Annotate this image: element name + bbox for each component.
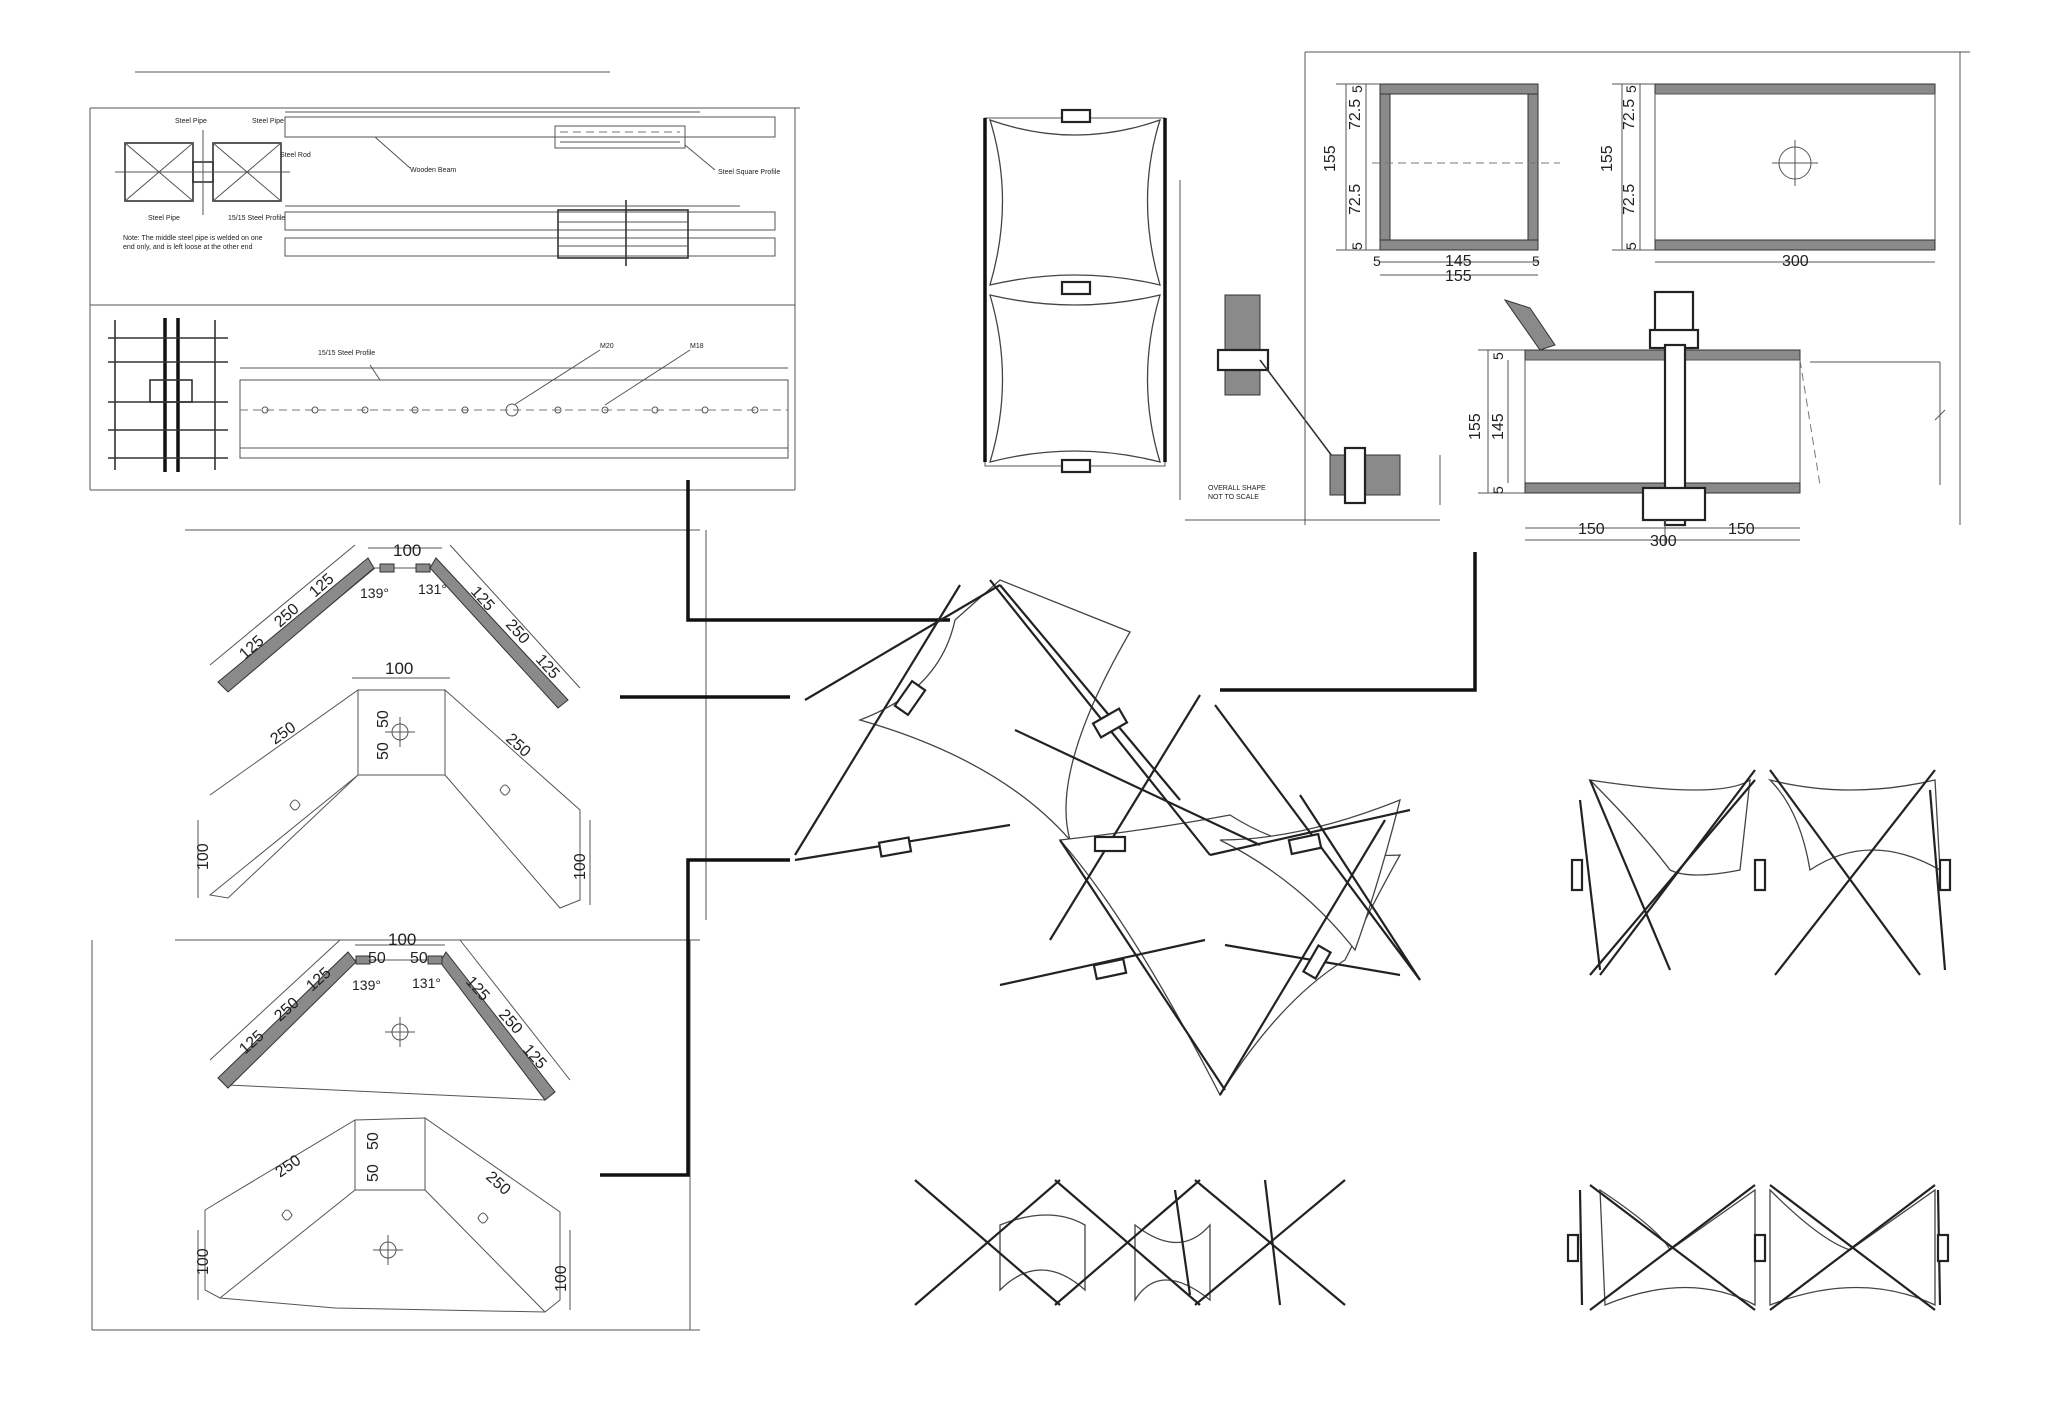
dim-bracket-bottom-50-a: 50 bbox=[368, 950, 386, 967]
dim-bracket-top-100: 100 bbox=[393, 541, 421, 560]
dim-plate-bottom-h100-a: 100 bbox=[195, 1248, 212, 1275]
joint-elevation bbox=[1304, 52, 1961, 545]
note-line-1: Note: The middle steel pipe is welded on… bbox=[123, 235, 263, 242]
label-m18: M18 bbox=[690, 343, 704, 350]
dim-joint-150-a: 150 bbox=[1578, 521, 1605, 538]
scissor-elevation-end bbox=[1566, 1184, 1950, 1311]
bracket-top-view-b bbox=[91, 939, 700, 1330]
label-steel-pipe-c: Steel Pipe bbox=[148, 215, 180, 222]
dim-plate-bottom-50-b: 50 bbox=[365, 1164, 382, 1182]
dim-joint-5-a: 5 bbox=[1490, 352, 1506, 360]
bracket-top-view-a bbox=[185, 529, 700, 709]
plate-isometric-b bbox=[92, 940, 700, 1331]
dim-section-5-a: 5 bbox=[1349, 85, 1365, 93]
angle-bracket-top-131: 131° bbox=[418, 581, 447, 597]
dim-joint-150-b: 150 bbox=[1728, 521, 1755, 538]
dim-joint-5-b: 5 bbox=[1490, 486, 1506, 494]
label-steel-pipe-b: Steel Pipe bbox=[252, 118, 284, 125]
scissor-structure-plan bbox=[794, 579, 1421, 1097]
scissor-elevation-side bbox=[1570, 769, 1952, 976]
dim-plate-bottom-h100-b: 100 bbox=[553, 1265, 570, 1292]
dim-section-5-c: 5 bbox=[1373, 253, 1381, 269]
scissor-elevation-front bbox=[914, 1179, 1346, 1306]
label-steel-square-profile: Steel Square Profile bbox=[718, 169, 780, 176]
label-steel-pipe-a: Steel Pipe bbox=[175, 118, 207, 125]
note-line-2: end only, and is left loose at the other… bbox=[123, 244, 253, 251]
dim-section-155: 155 bbox=[1322, 145, 1339, 172]
angle-bracket-top-139: 139° bbox=[360, 585, 389, 601]
beam-elevation-upper bbox=[284, 111, 776, 171]
label-steel-profile-small: 15/15 Steel Profile bbox=[228, 215, 285, 222]
label-wooden-beam: Wooden Beam bbox=[410, 167, 456, 174]
dim-plate-top-100: 100 bbox=[385, 659, 413, 678]
label-overall-shape: OVERALL SHAPE bbox=[1208, 485, 1266, 492]
pipe-cross-section bbox=[115, 130, 290, 215]
leader-lines bbox=[600, 480, 1477, 1177]
beam-elevation-lower bbox=[284, 200, 776, 266]
beam-connection-detail: Steel Pipe Steel Pipe Steel Rod Steel Pi… bbox=[89, 71, 800, 491]
dim-plate-top-h100-a: 100 bbox=[195, 843, 212, 870]
dim-side-300: 300 bbox=[1782, 253, 1809, 270]
angle-bracket-bottom-131: 131° bbox=[412, 975, 441, 991]
dim-section-155-b: 155 bbox=[1445, 268, 1472, 285]
label-not-to-scale: NOT TO SCALE bbox=[1208, 494, 1259, 501]
dim-bracket-bottom-100: 100 bbox=[388, 930, 416, 949]
dim-joint-155: 155 bbox=[1467, 413, 1484, 440]
beam-section-square bbox=[1305, 51, 1970, 276]
angle-bracket-bottom-139: 139° bbox=[352, 977, 381, 993]
label-steel-rod: Steel Rod bbox=[280, 152, 311, 159]
dim-plate-top-50-a: 50 bbox=[375, 710, 392, 728]
dim-section-72-5-a: 72.5 bbox=[1347, 99, 1364, 130]
dim-section-72-5-b: 72.5 bbox=[1347, 184, 1364, 215]
dim-side-72-5-b: 72.5 bbox=[1621, 184, 1638, 215]
overall-shape-detail bbox=[1185, 294, 1441, 521]
dim-section-145: 145 bbox=[1445, 253, 1472, 270]
beam-side-view bbox=[1612, 83, 1936, 263]
dim-bracket-bottom-50-b: 50 bbox=[410, 950, 428, 967]
dim-section-5-b: 5 bbox=[1349, 242, 1365, 250]
dim-plate-top-250-a: 250 bbox=[268, 719, 300, 748]
dim-joint-300: 300 bbox=[1650, 533, 1677, 550]
joint-plan-view bbox=[108, 318, 228, 472]
label-steel-profile-long: 15/15 Steel Profile bbox=[318, 350, 375, 357]
dim-side-5-b: 5 bbox=[1623, 242, 1639, 250]
dim-plate-bottom-50-a: 50 bbox=[365, 1132, 382, 1150]
label-m20: M20 bbox=[600, 343, 614, 350]
dim-section-5-d: 5 bbox=[1532, 253, 1540, 269]
dim-plate-top-h100-b: 100 bbox=[572, 853, 589, 880]
dim-plate-top-250-b: 250 bbox=[502, 730, 533, 761]
dim-plate-bottom-250-a: 250 bbox=[273, 1152, 305, 1181]
dim-side-72-5-a: 72.5 bbox=[1621, 99, 1638, 130]
dim-plate-top-50-b: 50 bbox=[375, 742, 392, 760]
plate-isometric-a bbox=[197, 530, 707, 920]
dim-side-155: 155 bbox=[1599, 145, 1616, 172]
dim-joint-145: 145 bbox=[1490, 413, 1507, 440]
steel-profile-elevation bbox=[239, 349, 789, 459]
pillow-plan-view bbox=[983, 108, 1181, 500]
dim-side-5-a: 5 bbox=[1623, 85, 1639, 93]
dim-plate-bottom-250-b: 250 bbox=[482, 1168, 513, 1199]
